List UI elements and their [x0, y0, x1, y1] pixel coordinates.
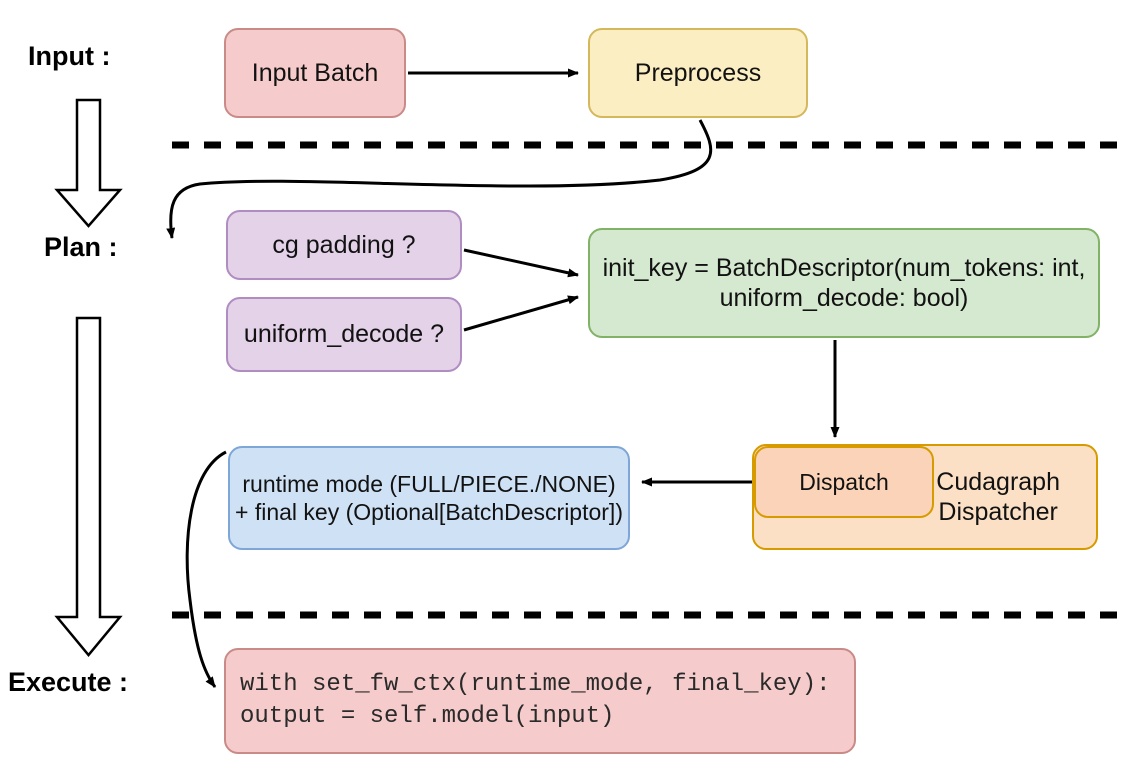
node-execute-code-label: with set_fw_ctx(runtime_mode, final_key)… — [240, 670, 831, 730]
node-cg-padding-label: cg padding ? — [272, 230, 416, 259]
node-input-batch[interactable]: Input Batch — [224, 28, 406, 118]
stage-label-input: Input : — [28, 41, 111, 71]
node-init-key[interactable]: init_key = BatchDescriptor(num_tokens: i… — [588, 228, 1100, 338]
stage-arrow-input-to-plan — [54, 98, 123, 228]
node-preprocess-label: Preprocess — [634, 58, 762, 87]
arrow-runtime-mode-to-execute-code — [185, 450, 227, 688]
stage-label-execute: Execute : — [8, 667, 129, 697]
node-init-key-label: init_key = BatchDescriptor(num_tokens: i… — [602, 253, 1086, 313]
node-uniform-decode[interactable]: uniform_decode ? — [226, 297, 462, 372]
node-input-batch-label: Input Batch — [251, 58, 379, 87]
arrow-cg-padding-to-init-key — [463, 248, 579, 278]
node-preprocess[interactable]: Preprocess — [588, 28, 808, 118]
node-runtime-mode-label: runtime mode (FULL/PIECE./NONE) + final … — [235, 470, 623, 525]
arrow-uniform-decode-to-init-key — [463, 295, 579, 332]
node-uniform-decode-label: uniform_decode ? — [243, 320, 445, 349]
node-cudagraph-dispatcher-label: Cudagraph Dispatcher — [936, 467, 1060, 527]
node-runtime-mode[interactable]: runtime mode (FULL/PIECE./NONE) + final … — [228, 446, 630, 550]
node-execute-code[interactable]: with set_fw_ctx(runtime_mode, final_key)… — [224, 648, 856, 754]
node-dispatch-label: Dispatch — [799, 468, 889, 495]
stage-arrow-plan-to-execute — [54, 316, 123, 657]
node-dispatch[interactable]: Dispatch — [754, 446, 934, 518]
stage-label-plan: Plan : — [44, 232, 118, 262]
node-cg-padding[interactable]: cg padding ? — [226, 210, 462, 280]
